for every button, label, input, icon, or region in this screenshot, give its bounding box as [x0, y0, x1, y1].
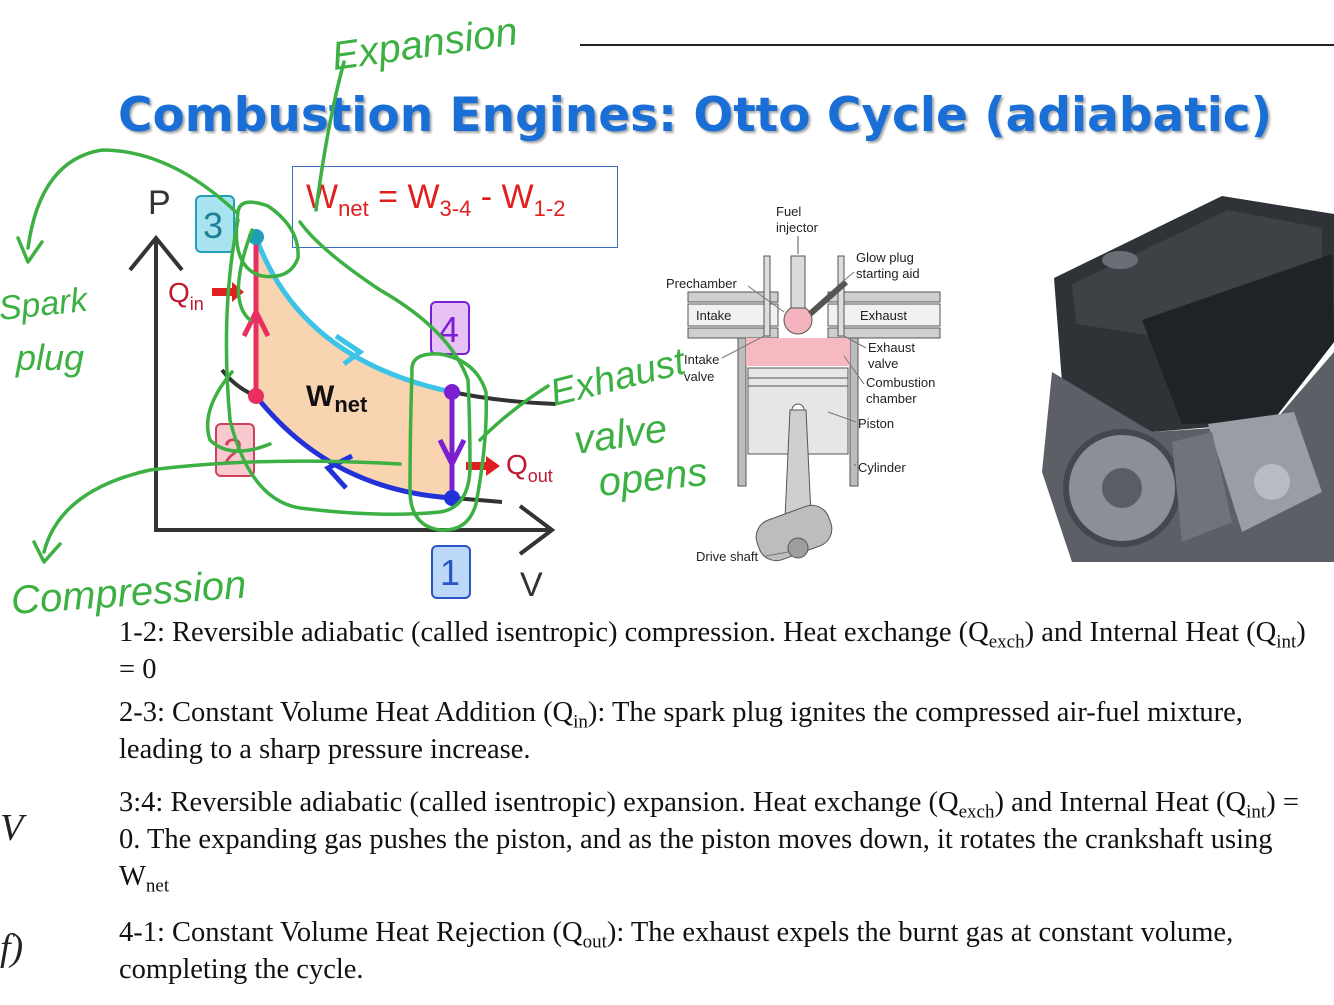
eq-equals: =: [368, 178, 408, 216]
paragraph-3-4: 3:4: Reversible adiabatic (called isentr…: [119, 787, 1299, 897]
heat-addition-arrow: [241, 306, 271, 338]
label-combustion-2: chamber: [866, 391, 917, 406]
state-point-4: [444, 384, 460, 400]
head-left-flange: [687, 291, 779, 303]
ptr-prechamber: [747, 285, 785, 313]
eq-w34: W: [407, 178, 440, 216]
compression-pointer: [42, 459, 402, 554]
equation-box: [292, 166, 618, 248]
exhaust-valve-stem: [837, 255, 845, 337]
label-exhaust-valve-2: valve: [868, 356, 898, 371]
ptr-intake-valve: [721, 335, 765, 359]
compression-loop: [205, 370, 272, 453]
spark-region-loop: [234, 200, 300, 279]
state-label-1: 1: [440, 552, 460, 593]
eq-w-sub: net: [338, 195, 369, 221]
spark-plug-hook: [236, 228, 254, 322]
q-in-label: Qin: [168, 277, 204, 314]
paragraph-4-1: 4-1: Constant Volume Heat Rejection (Qou…: [119, 917, 1234, 985]
glow-plug: [808, 279, 848, 317]
adiabat-top-tail: [451, 390, 557, 406]
exhaust-port: [827, 303, 941, 327]
label-exhaust: Exhaust: [860, 308, 907, 323]
label-piston: Piston: [858, 416, 894, 431]
engine-cross-section: Fuel injector Glow plug starting aid Pre…: [666, 204, 941, 564]
drive-shaft: [787, 537, 809, 559]
label-combustion-1: Combustion: [866, 375, 935, 390]
expansion-arrow: [334, 333, 365, 366]
paragraph-2-3: 2-3: Constant Volume Heat Addition (Qin)…: [119, 697, 1243, 765]
handwritten-annotations: Expansion Spark plug Exhaust valve opens…: [0, 9, 709, 623]
state-label-3: 3: [203, 205, 223, 246]
net-work-area: [256, 237, 452, 498]
ptr-piston: [827, 411, 857, 423]
combustion-chamber: [746, 338, 850, 366]
cylinder-left-wall: [737, 337, 747, 487]
annotation-exhaust-1: Exhaust: [546, 340, 691, 414]
edge-fragment-paren: f): [0, 927, 24, 969]
pv-diagram: P V 3 4 2 1 Qin Qout Wnet: [128, 184, 557, 604]
label-drive-shaft: Drive shaft: [696, 549, 759, 564]
ptr-combustion: [843, 355, 865, 385]
top-rule: [580, 44, 1334, 46]
eq-w34-sub: 3-4: [439, 195, 472, 221]
annotation-expansion: Expansion: [329, 9, 520, 79]
spark-pointer: [26, 148, 238, 250]
q-out-label: Qout: [506, 449, 553, 486]
paragraph-1-2: 1-2: Reversible adiabatic (called isentr…: [119, 617, 1306, 685]
label-intake: Intake: [696, 308, 731, 323]
edge-fragment-v: V: [0, 807, 24, 849]
compression-curve: [254, 394, 453, 501]
ptr-glow: [839, 271, 855, 285]
ptr-drive-shaft: [765, 551, 789, 557]
engine-photo: [1032, 192, 1334, 562]
annotation-spark-2: plug: [15, 337, 84, 378]
w-net-label: Wnet: [306, 380, 368, 417]
ptr-exhaust-valve: [843, 335, 867, 349]
cylinder-right-wall: [849, 337, 859, 487]
net-work-equation: Wnet = W3-4 - W1-2: [306, 178, 565, 222]
intake-valve-stem: [763, 255, 771, 337]
v-axis-arrow: [518, 504, 556, 556]
spark-pointer-head: [16, 236, 44, 264]
label-prechamber: Prechamber: [666, 276, 737, 291]
state-box-1: [431, 545, 471, 599]
expansion-curve: [253, 236, 453, 395]
label-cylinder: Cylinder: [858, 460, 906, 475]
eq-w: W: [306, 178, 339, 216]
eq-w12-sub: 1-2: [533, 195, 566, 221]
ptr-cylinder: [853, 463, 857, 467]
label-glow-plug-2: starting aid: [856, 266, 920, 281]
annotation-exhaust-3: opens: [596, 450, 709, 505]
heat-rejection-arrow: [437, 438, 467, 470]
exhaust-loop: [408, 352, 489, 532]
head-left-lower: [687, 327, 779, 339]
axis-v-label: V: [520, 566, 543, 604]
label-intake-valve-1: Intake: [684, 352, 719, 367]
axis-p-label: P: [148, 184, 171, 222]
eq-minus: -: [471, 178, 502, 216]
slide-title: Combustion Engines: Otto Cycle (adiabati…: [118, 88, 1273, 143]
state-point-2: [248, 388, 264, 404]
intake-port: [687, 303, 779, 327]
fuel-injector: [790, 255, 806, 309]
head-right-lower: [827, 327, 941, 339]
expansion-pointer: [314, 60, 346, 212]
label-exhaust-valve-1: Exhaust: [868, 340, 915, 355]
cycle-outline: [224, 218, 472, 516]
annotation-spark-1: Spark: [0, 281, 91, 328]
compression-pointer-head: [32, 540, 62, 564]
eq-w12: W: [501, 178, 534, 216]
label-glow-plug-1: Glow plug: [856, 250, 914, 265]
label-fuel-injector-1: Fuel: [776, 204, 801, 219]
exhaust-pointer: [478, 384, 550, 442]
label-intake-valve-2: valve: [684, 369, 714, 384]
p-axis: [128, 234, 184, 272]
state-point-1: [444, 490, 460, 506]
label-fuel-injector-2: injector: [776, 220, 819, 235]
